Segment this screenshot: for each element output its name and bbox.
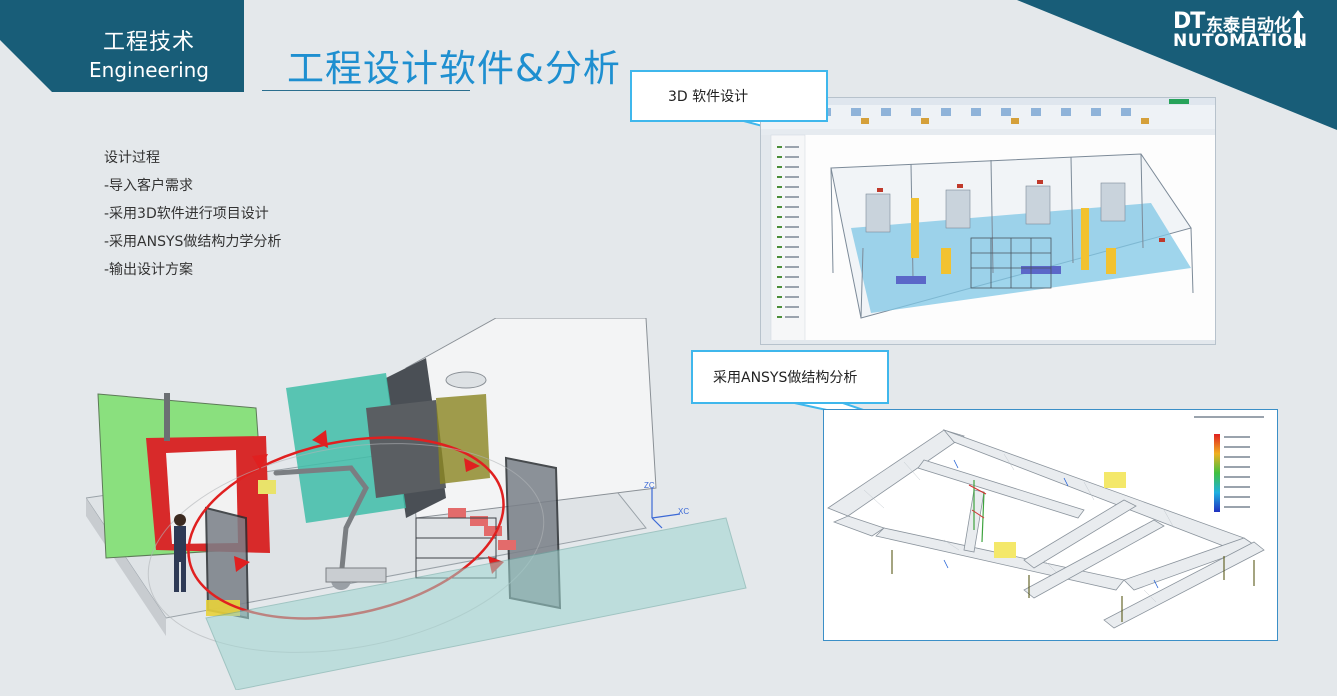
brand-band-shape xyxy=(1017,0,1337,130)
cad-software-screenshot xyxy=(760,97,1216,345)
fea-mesh-view xyxy=(827,416,1265,629)
cad-callout-label: 3D 软件设计 xyxy=(668,89,749,105)
stress-legend-bar xyxy=(1214,434,1220,512)
robot-cell-render: ZC XC xyxy=(85,317,756,691)
section-tab-shape xyxy=(0,0,244,92)
axis-label-x: XC xyxy=(678,507,689,516)
process-heading: 设计过程 xyxy=(104,150,160,166)
fea-callout-label: 采用ANSYS做结构分析 xyxy=(713,370,858,386)
section-label-en: Engineering xyxy=(89,58,209,82)
logo-automation: NUTOMATION xyxy=(1173,31,1308,51)
cad-callout: 3D 软件设计 xyxy=(630,70,828,122)
brand-band xyxy=(1017,0,1337,140)
section-label-zh: 工程技术 xyxy=(102,30,195,55)
logo-chinese: 东泰自动化 xyxy=(1206,16,1291,36)
process-step: -输出设计方案 xyxy=(104,262,194,278)
title-underline xyxy=(262,90,470,91)
process-step: -导入客户需求 xyxy=(104,178,194,194)
process-step: -采用ANSYS做结构力学分析 xyxy=(104,234,282,250)
ansys-analysis-screenshot xyxy=(823,409,1278,641)
design-process: 设计过程 -导入客户需求 -采用3D软件进行项目设计 -采用ANSYS做结构力学… xyxy=(104,148,281,288)
section-tab xyxy=(0,0,300,92)
cad-model-view xyxy=(761,98,1215,344)
page-title: 工程设计软件&分析 xyxy=(287,47,621,90)
robot-cell-illustration: ZC XC xyxy=(85,317,747,691)
axis-label-z: ZC xyxy=(644,481,655,490)
fea-callout: 采用ANSYS做结构分析 xyxy=(691,350,889,404)
logo-dt: DT xyxy=(1173,9,1205,34)
process-step: -采用3D软件进行项目设计 xyxy=(104,206,269,222)
logo-arrow-icon xyxy=(1292,10,1304,48)
